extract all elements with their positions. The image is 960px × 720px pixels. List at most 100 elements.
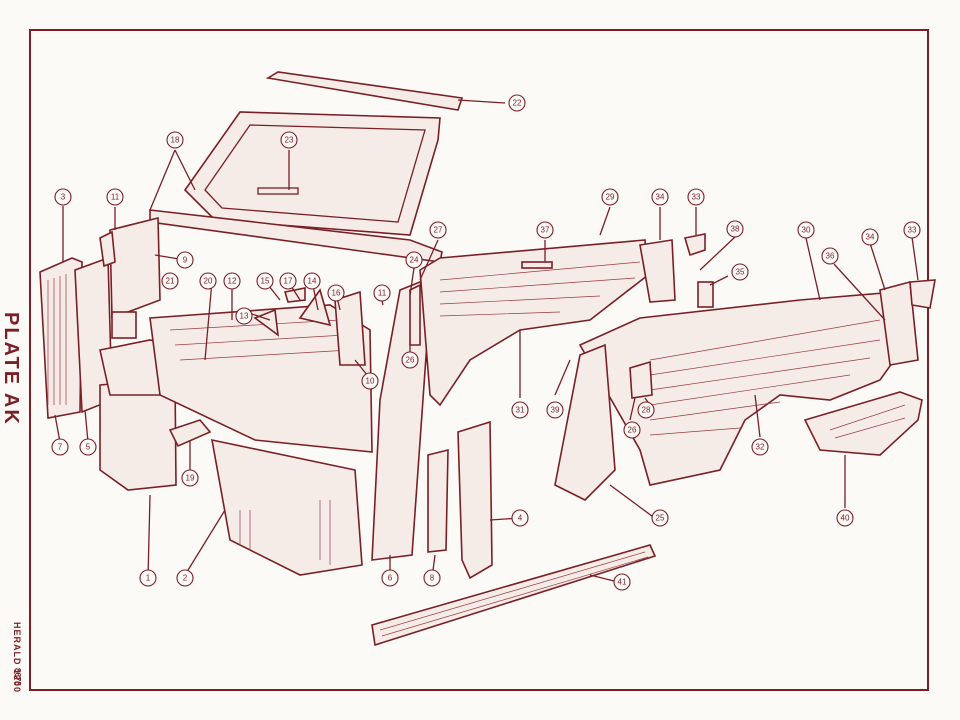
callout-number: 37 bbox=[541, 226, 550, 235]
windscreen-frame bbox=[149, 71, 464, 263]
callout-number: 26 bbox=[406, 356, 415, 365]
callout-25: 25 bbox=[651, 509, 669, 527]
callout-number: 2 bbox=[183, 574, 188, 583]
callout-circle bbox=[429, 221, 447, 239]
callout-circle bbox=[651, 188, 669, 206]
callout-number: 22 bbox=[513, 99, 522, 108]
callout-circle bbox=[280, 131, 298, 149]
callout-number: 20 bbox=[204, 277, 213, 286]
callout-number: 11 bbox=[111, 193, 120, 202]
callout-10: 10 bbox=[361, 372, 379, 390]
callout-number: 4 bbox=[518, 514, 523, 523]
callout-38: 38 bbox=[726, 220, 744, 238]
callout-circle bbox=[54, 188, 72, 206]
callout-number: 12 bbox=[228, 277, 237, 286]
callout-circle bbox=[199, 272, 217, 290]
callout-number: 33 bbox=[908, 226, 917, 235]
callout-41: 41 bbox=[613, 573, 631, 591]
callout-circle bbox=[637, 401, 655, 419]
callout-circle bbox=[536, 221, 554, 239]
callout-number: 21 bbox=[166, 277, 175, 286]
callout-26: 26 bbox=[623, 421, 641, 439]
callout-circle bbox=[51, 438, 69, 456]
callout-2: 2 bbox=[176, 569, 194, 587]
pillar-and-sill-parts bbox=[371, 280, 657, 647]
callout-number: 19 bbox=[186, 474, 195, 483]
callout-14: 14 bbox=[303, 272, 321, 290]
callout-23: 23 bbox=[280, 131, 298, 149]
callout-circle bbox=[327, 284, 345, 302]
callout-13: 13 bbox=[235, 307, 253, 325]
callout-22: 22 bbox=[508, 94, 526, 112]
callout-circle bbox=[279, 272, 297, 290]
callout-number: 3 bbox=[61, 193, 66, 202]
leader-lines bbox=[54, 99, 919, 583]
callout-number: 25 bbox=[656, 514, 665, 523]
callout-circle bbox=[751, 438, 769, 456]
callout-number: 5 bbox=[86, 443, 91, 452]
callout-34: 34 bbox=[861, 228, 879, 246]
callout-33: 33 bbox=[687, 188, 705, 206]
callout-number: 29 bbox=[606, 193, 615, 202]
callout-28: 28 bbox=[637, 401, 655, 419]
callout-5: 5 bbox=[79, 438, 97, 456]
callout-1: 1 bbox=[139, 569, 157, 587]
callout-35: 35 bbox=[731, 263, 749, 281]
callout-number: 10 bbox=[366, 377, 375, 386]
callout-37: 37 bbox=[536, 221, 554, 239]
callout-7: 7 bbox=[51, 438, 69, 456]
callout-number: 17 bbox=[284, 277, 293, 286]
callout-circle bbox=[613, 573, 631, 591]
callout-circle bbox=[161, 272, 179, 290]
floor-assembly bbox=[149, 287, 373, 576]
callout-circle bbox=[361, 372, 379, 390]
callout-number: 36 bbox=[826, 252, 835, 261]
callout-circle bbox=[223, 272, 241, 290]
callout-6: 6 bbox=[381, 569, 399, 587]
callout-circle bbox=[726, 220, 744, 238]
callout-number: 34 bbox=[866, 233, 875, 242]
callout-15: 15 bbox=[256, 272, 274, 290]
callout-12: 12 bbox=[223, 272, 241, 290]
callout-number: 14 bbox=[308, 277, 317, 286]
callout-16: 16 bbox=[327, 284, 345, 302]
callout-20: 20 bbox=[199, 272, 217, 290]
callout-circle bbox=[821, 247, 839, 265]
callout-18: 18 bbox=[166, 131, 184, 149]
callout-number: 6 bbox=[388, 574, 393, 583]
callout-number: 18 bbox=[171, 136, 180, 145]
callout-circle bbox=[256, 272, 274, 290]
callout-number: 8 bbox=[430, 574, 435, 583]
callout-circle bbox=[508, 94, 526, 112]
callout-3: 3 bbox=[54, 188, 72, 206]
callout-circle bbox=[79, 438, 97, 456]
callout-number: 15 bbox=[261, 277, 270, 286]
callout-circle bbox=[861, 228, 879, 246]
callout-circle bbox=[687, 188, 705, 206]
callout-26: 26 bbox=[401, 351, 419, 369]
callout-33: 33 bbox=[903, 221, 921, 239]
callout-circle bbox=[381, 569, 399, 587]
callout-11: 11 bbox=[373, 284, 391, 302]
callout-21: 21 bbox=[161, 272, 179, 290]
callout-number: 24 bbox=[410, 256, 419, 265]
callout-circle bbox=[373, 284, 391, 302]
callout-number: 41 bbox=[618, 578, 627, 587]
callout-circle bbox=[423, 569, 441, 587]
callout-number: 40 bbox=[841, 514, 850, 523]
callout-number: 7 bbox=[58, 443, 63, 452]
callout-circle bbox=[139, 569, 157, 587]
callout-30: 30 bbox=[797, 221, 815, 239]
callout-34: 34 bbox=[651, 188, 669, 206]
callout-27: 27 bbox=[429, 221, 447, 239]
callout-circle bbox=[903, 221, 921, 239]
callout-31: 31 bbox=[511, 401, 529, 419]
callout-number: 27 bbox=[434, 226, 443, 235]
callout-circle bbox=[166, 131, 184, 149]
callout-39: 39 bbox=[546, 401, 564, 419]
callout-number: 39 bbox=[551, 406, 560, 415]
callout-8: 8 bbox=[423, 569, 441, 587]
callout-number: 13 bbox=[240, 312, 249, 321]
